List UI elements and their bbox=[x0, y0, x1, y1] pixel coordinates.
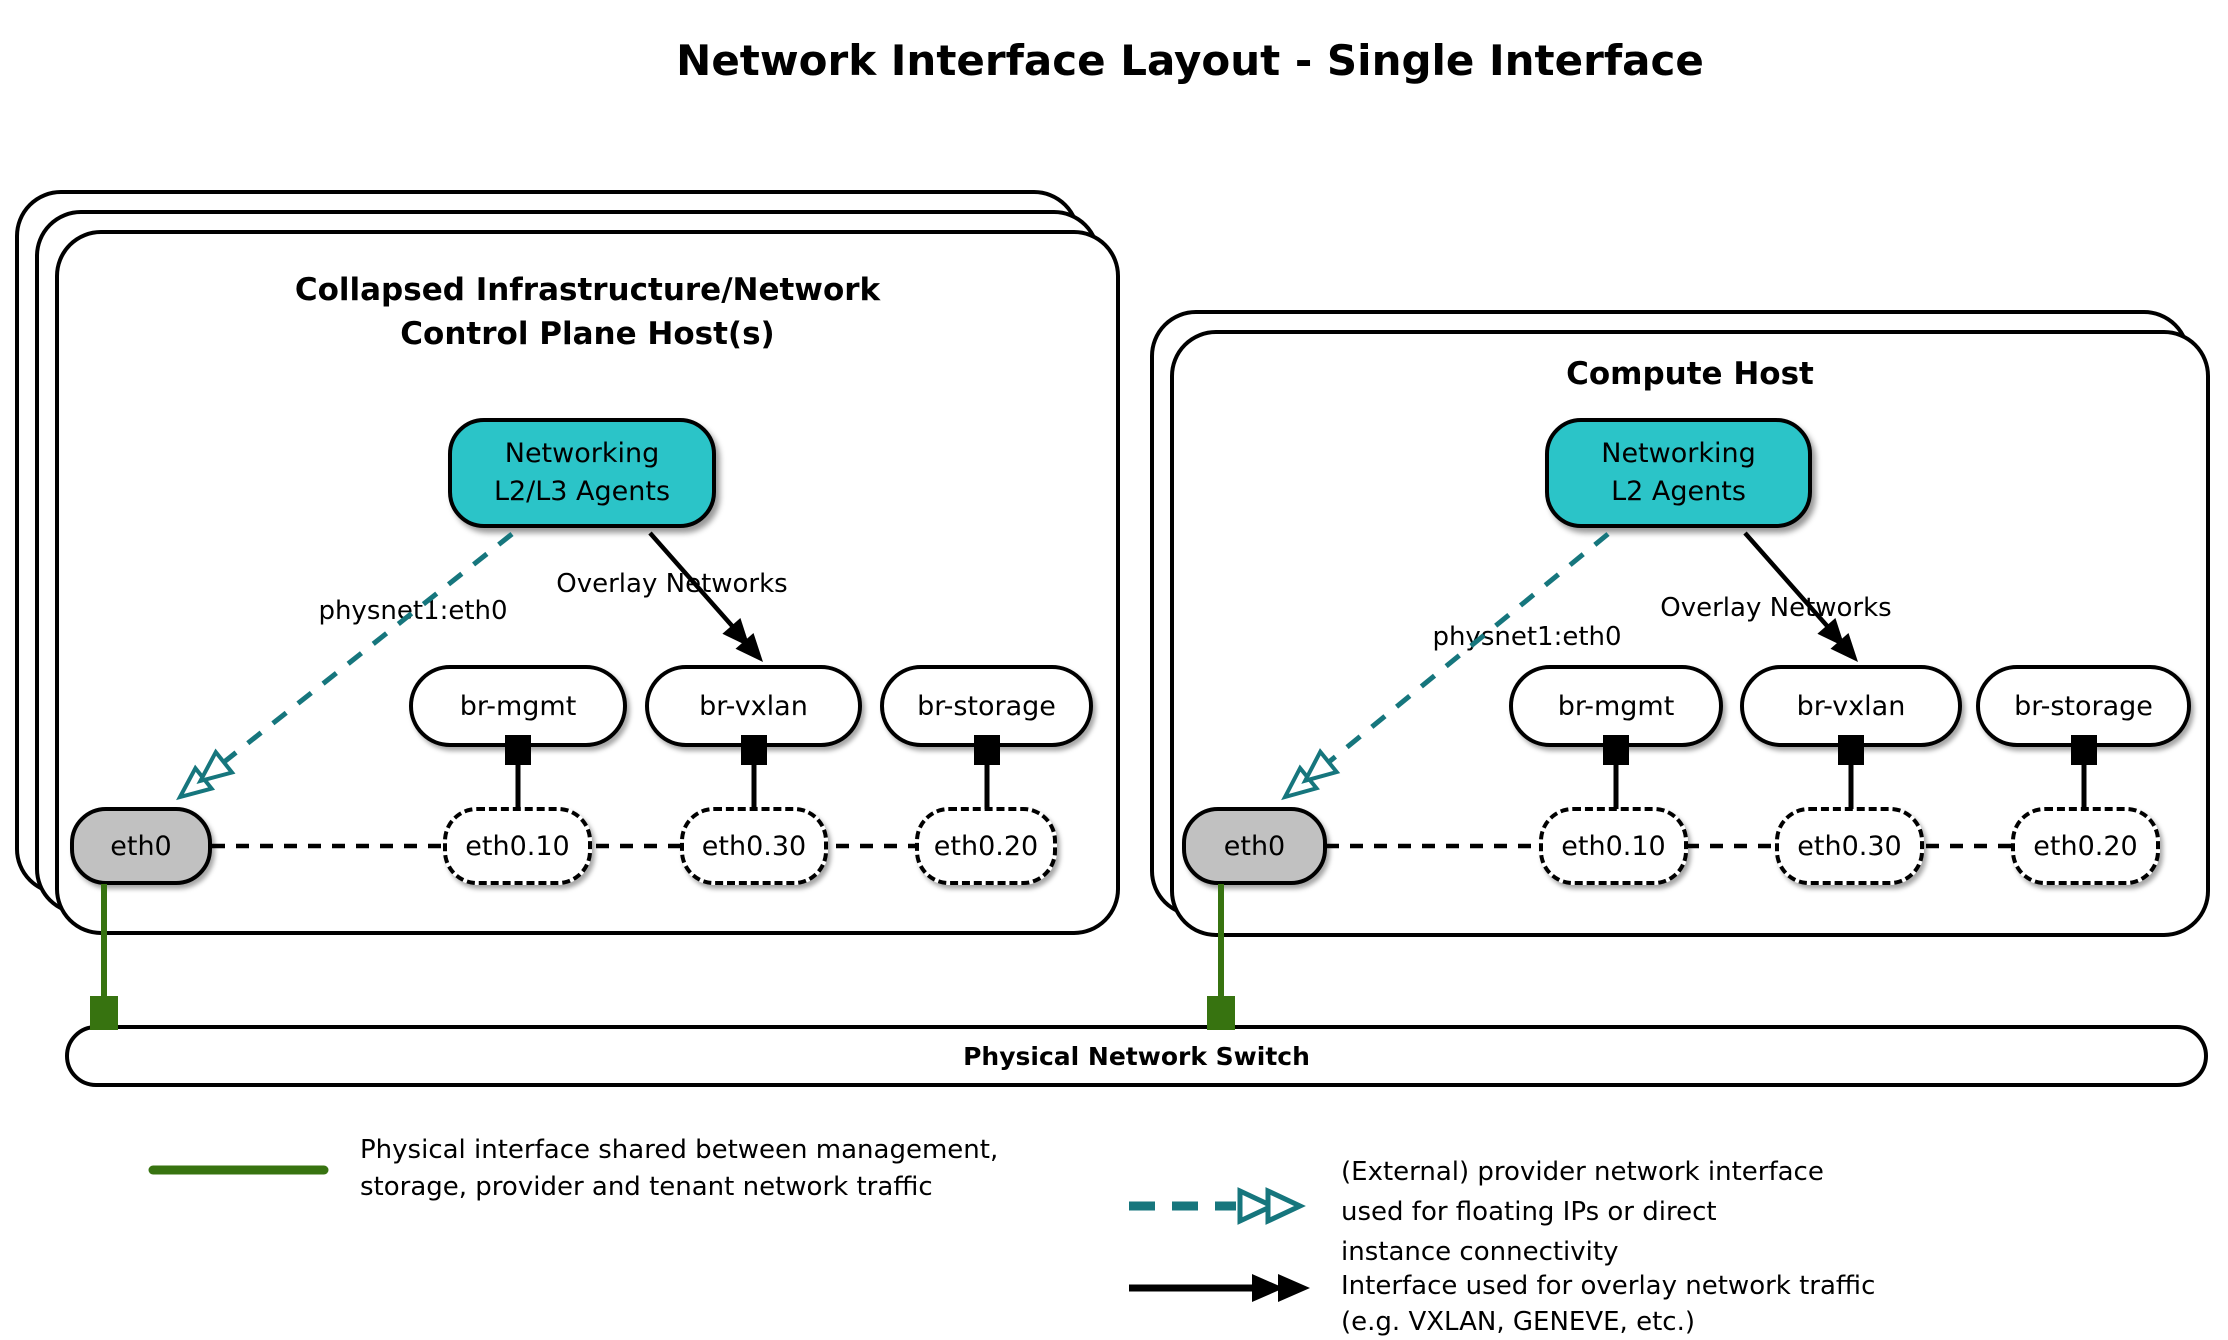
left-bridge-br-vxlan: br-vxlan bbox=[645, 665, 862, 747]
left-bridge-br-mgmt: br-mgmt bbox=[409, 665, 627, 747]
legend-physical-line2: storage, provider and tenant network tra… bbox=[360, 1172, 933, 1202]
right-networking-agents-node: Networking L2 Agents bbox=[1545, 418, 1812, 528]
left-provider-network-label: physnet1:eth0 bbox=[318, 596, 508, 626]
left-bridge-br-storage: br-storage bbox=[880, 665, 1093, 747]
left-overlay-networks-label: Overlay Networks bbox=[556, 569, 788, 599]
legend-physical-line1: Physical interface shared between manage… bbox=[360, 1135, 999, 1165]
legend-provider-line1: (External) provider network interface bbox=[1341, 1157, 1824, 1187]
right-vlan-eth0-10: eth0.10 bbox=[1539, 807, 1688, 885]
legend-overlay-line1: Interface used for overlay network traff… bbox=[1341, 1271, 1876, 1301]
right-overlay-networks-label: Overlay Networks bbox=[1660, 593, 1892, 623]
left-networking-agents-node: Networking L2/L3 Agents bbox=[448, 418, 716, 528]
legend-provider-text: (External) provider network interface us… bbox=[1341, 1152, 1824, 1272]
right-agent-line1: Networking bbox=[1601, 438, 1756, 469]
physical-network-switch: Physical Network Switch bbox=[65, 1025, 2208, 1087]
left-host-title-line2: Control Plane Host(s) bbox=[400, 316, 775, 352]
legend-provider-line3: instance connectivity bbox=[1341, 1237, 1619, 1267]
left-vlan-eth0-20: eth0.20 bbox=[915, 807, 1057, 885]
right-vlan-eth0-30: eth0.30 bbox=[1775, 807, 1924, 885]
left-host-title: Collapsed Infrastructure/Network Control… bbox=[55, 268, 1120, 356]
left-agent-line1: Networking bbox=[504, 438, 660, 469]
right-bridge-br-mgmt: br-mgmt bbox=[1509, 665, 1723, 747]
left-vlan-eth0-10: eth0.10 bbox=[443, 807, 592, 885]
legend-provider-line2: used for floating IPs or direct bbox=[1341, 1197, 1717, 1227]
left-vlan-eth0-30: eth0.30 bbox=[680, 807, 828, 885]
right-bridge-br-storage: br-storage bbox=[1976, 665, 2191, 747]
right-bridge-br-vxlan: br-vxlan bbox=[1740, 665, 1962, 747]
legend-provider-arrow-symbol bbox=[1129, 1187, 1306, 1225]
left-eth0-node: eth0 bbox=[70, 807, 212, 885]
right-host-title-line1: Compute Host bbox=[1566, 356, 1814, 392]
legend-overlay-line2: (e.g. VXLAN, GENEVE, etc.) bbox=[1341, 1307, 1695, 1337]
legend-overlay-text: Interface used for overlay network traff… bbox=[1341, 1268, 1875, 1340]
right-agent-line2: L2 Agents bbox=[1611, 476, 1746, 507]
right-vlan-eth0-20: eth0.20 bbox=[2011, 807, 2160, 885]
right-provider-network-label: physnet1:eth0 bbox=[1432, 622, 1622, 652]
left-agent-line2: L2/L3 Agents bbox=[493, 476, 671, 507]
page-title: Network Interface Layout - Single Interf… bbox=[676, 36, 1704, 85]
legend-overlay-arrow-symbol bbox=[1129, 1274, 1310, 1302]
legend-physical-text: Physical interface shared between manage… bbox=[360, 1132, 998, 1206]
left-host-title-line1: Collapsed Infrastructure/Network bbox=[294, 272, 881, 308]
right-host-title: Compute Host bbox=[1170, 352, 2210, 396]
right-eth0-node: eth0 bbox=[1182, 807, 1327, 885]
